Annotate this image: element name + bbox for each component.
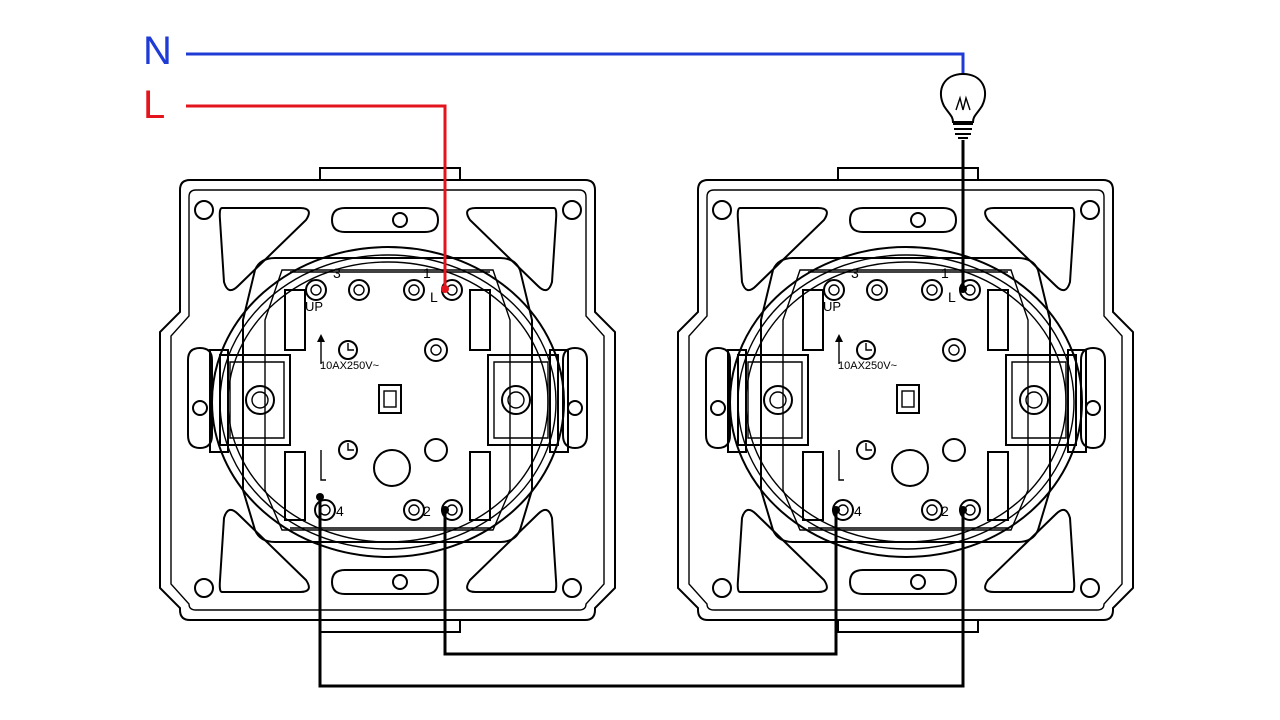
up-label: UP	[305, 299, 323, 314]
terminal-l-label: L	[430, 289, 438, 305]
terminal-4-label: 4	[854, 503, 862, 519]
switch-1: 3 1 L 4 2 UP 10AX250V~	[159, 167, 616, 633]
s2-t4-dot	[832, 506, 840, 514]
terminal-2-label: 2	[423, 503, 431, 519]
terminal-1-label: 1	[423, 265, 431, 281]
traveler-wire-outer	[318, 497, 965, 688]
up-label: UP	[823, 299, 841, 314]
terminal-3-label: 3	[333, 265, 341, 281]
s2-t2-dot	[959, 506, 967, 514]
live-wire	[186, 104, 447, 290]
neutral-label: N	[143, 29, 172, 73]
s1-t4-dot	[316, 493, 324, 501]
switch-2: 3 1 L 4 2 UP 10AX250V~	[677, 167, 1134, 633]
terminal-1-label: 1	[941, 265, 949, 281]
switch-2-l-dot	[959, 285, 967, 293]
terminal-l-label: L	[948, 289, 956, 305]
terminal-2-label: 2	[941, 503, 949, 519]
light-bulb-icon	[939, 72, 987, 139]
traveler-wire-inner	[443, 510, 838, 656]
s1-t2-dot	[441, 506, 449, 514]
rating-label: 10AX250V~	[838, 360, 897, 372]
rating-label: 10AX250V~	[320, 360, 379, 372]
live-terminal-dot	[441, 285, 449, 293]
terminal-3-label: 3	[851, 265, 859, 281]
neutral-wire	[186, 52, 965, 74]
live-label: L	[143, 83, 165, 127]
terminal-4-label: 4	[336, 503, 344, 519]
